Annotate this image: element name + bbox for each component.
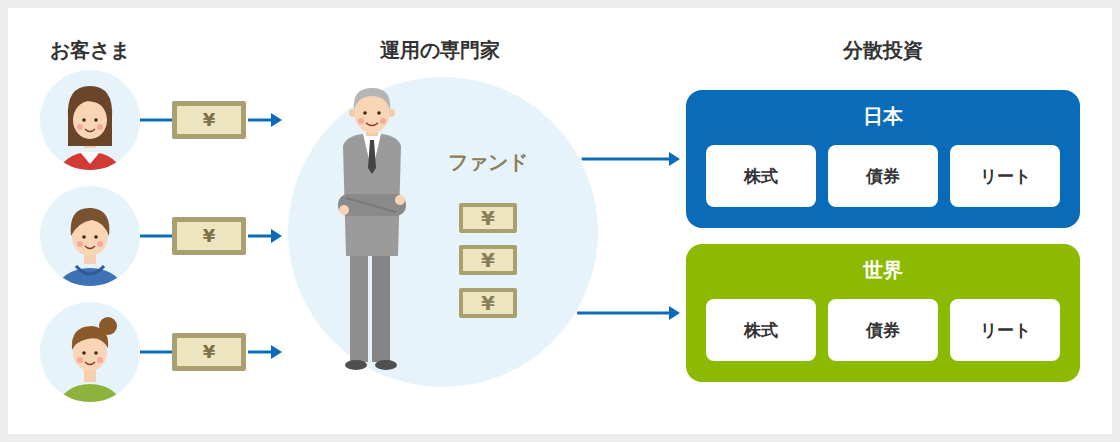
money-bill: ¥: [459, 245, 517, 275]
fund-label: ファンド: [448, 152, 528, 172]
column-heading: 運用の専門家: [380, 40, 500, 60]
asset-label: 債券: [866, 322, 900, 339]
asset-box: 債券: [828, 145, 938, 207]
flow-arrow: [248, 229, 282, 243]
region-box: 日本株式 債券 リート: [686, 90, 1080, 228]
asset-label: 債券: [866, 168, 900, 185]
customer-woman: [40, 70, 140, 200]
column-heading: お客さま: [50, 40, 130, 60]
arrow-head: [271, 345, 282, 359]
currency-sign: ¥: [481, 208, 495, 228]
arrow-line: [582, 158, 670, 161]
asset-box: リート: [950, 145, 1060, 207]
arrow-line: [248, 119, 272, 122]
arrow-line: [577, 312, 670, 315]
flow-arrow: [582, 152, 680, 166]
leader-line: [140, 120, 172, 352]
flow-arrow: [248, 113, 282, 127]
customer-woman: [40, 302, 140, 432]
asset-label: リート: [980, 168, 1031, 185]
currency-sign: ¥: [203, 343, 216, 361]
fund-circle-shape: [288, 77, 598, 387]
region-box: 世界株式 債券 リート: [686, 244, 1080, 382]
asset-box: 株式: [706, 299, 816, 361]
region-title: 世界: [863, 260, 903, 280]
money-bill: ¥: [172, 101, 246, 139]
panel: ¥¥¥ファンド¥¥¥日本株式債券リート世界株式債券リート お客さま運用の専門家分…: [8, 8, 1112, 434]
arrow-line: [248, 235, 272, 238]
asset-box: 債券: [828, 299, 938, 361]
arrow-line: [248, 351, 272, 354]
flow-arrow: [248, 345, 282, 359]
column-heading: 分散投資: [843, 40, 923, 60]
arrow-head: [669, 306, 680, 320]
arrow-head: [271, 229, 282, 243]
money-bill: ¥: [459, 288, 517, 318]
currency-sign: ¥: [481, 293, 495, 313]
flow-arrow: [577, 306, 680, 320]
money-bill: ¥: [172, 333, 246, 371]
fund-circle: ファンド ¥ ¥ ¥: [288, 77, 598, 387]
customer-man: [40, 186, 140, 316]
arrow-head: [669, 152, 680, 166]
asset-label: 株式: [744, 168, 778, 185]
money-bill: ¥: [172, 217, 246, 255]
currency-sign: ¥: [203, 111, 216, 129]
region-title: 日本: [863, 106, 903, 126]
asset-label: リート: [980, 322, 1031, 339]
money-bill: ¥: [459, 203, 517, 233]
fund-circle-fill: [288, 77, 598, 387]
currency-sign: ¥: [203, 227, 216, 245]
asset-box: リート: [950, 299, 1060, 361]
currency-sign: ¥: [481, 250, 495, 270]
arrow-head: [271, 113, 282, 127]
asset-box: 株式: [706, 145, 816, 207]
asset-label: 株式: [744, 322, 778, 339]
